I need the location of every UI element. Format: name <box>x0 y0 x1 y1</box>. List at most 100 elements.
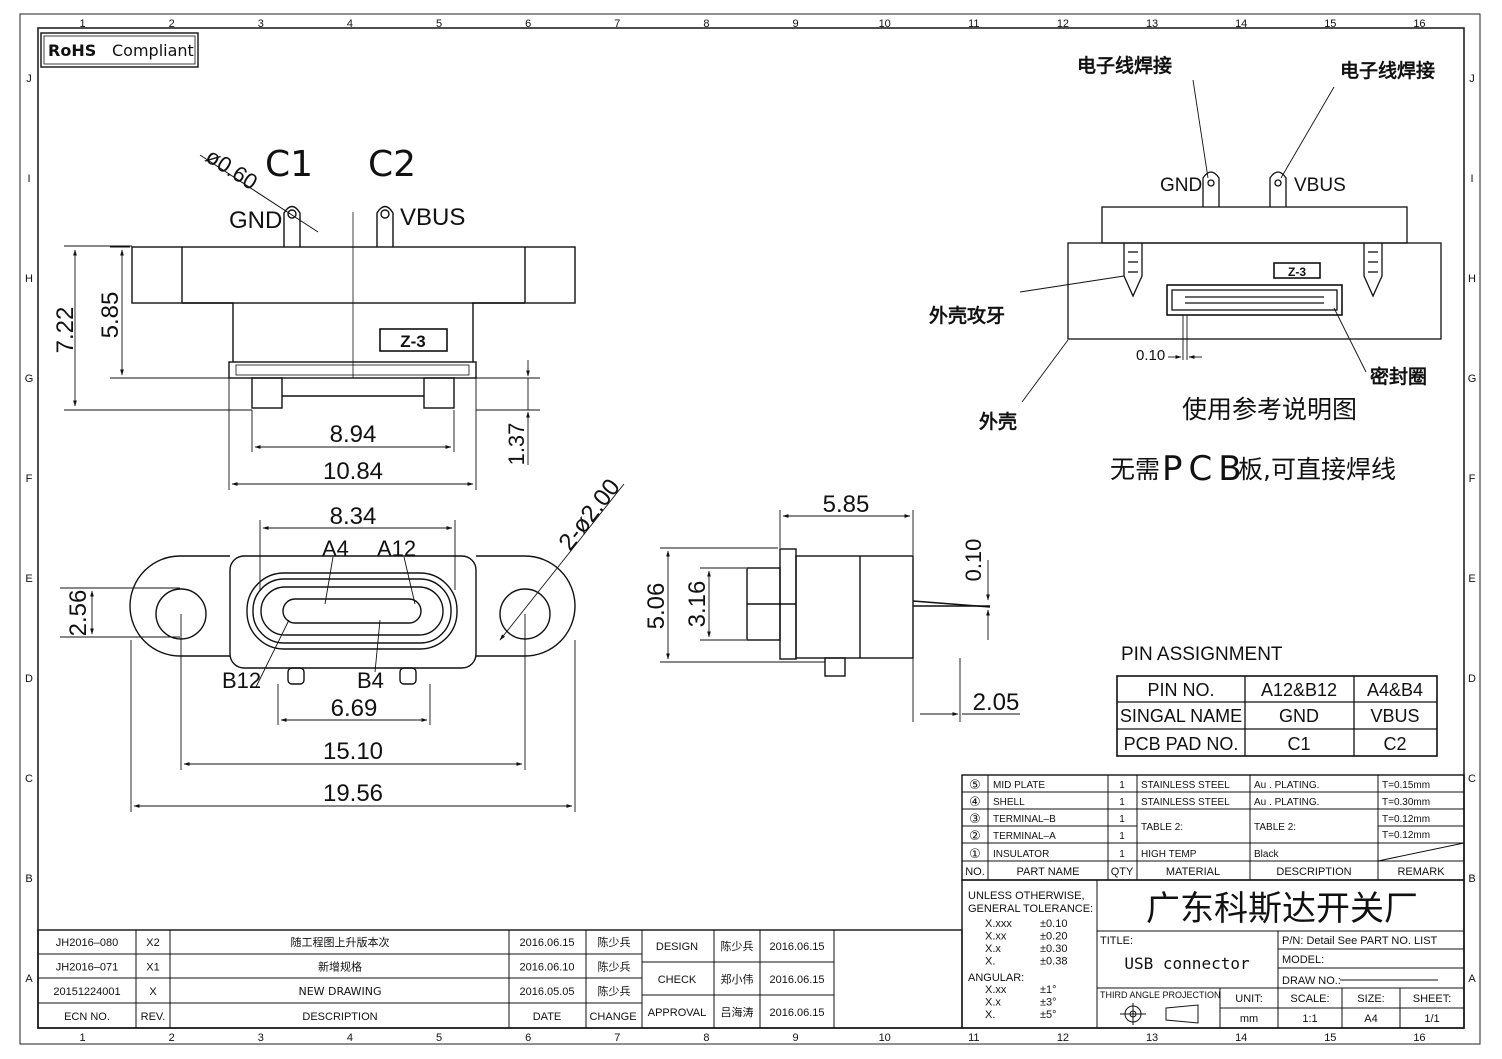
grid-column-label: 2 <box>169 1032 175 1044</box>
reference-view <box>1067 171 1442 360</box>
tolerance-value: ±0.20 <box>1040 931 1067 943</box>
bom-header-no: NO. <box>965 866 985 878</box>
rev-header-description: DESCRIPTION <box>302 1011 377 1023</box>
model-label: MODEL: <box>1282 954 1324 966</box>
vbus-label: VBUS <box>400 204 465 231</box>
angular-value: ±5° <box>1040 1009 1057 1021</box>
profile-view <box>746 548 991 677</box>
grid-row-label: A <box>1468 973 1476 985</box>
unit-label: UNIT: <box>1235 993 1263 1005</box>
bom-header-material: MATERIAL <box>1166 866 1220 878</box>
grid-row-label: I <box>1470 173 1473 185</box>
grid-column-label: 16 <box>1413 18 1425 30</box>
pin-table-cell: PCB PAD NO. <box>1124 734 1239 754</box>
bom-part-name: SHELL <box>993 797 1025 808</box>
tolerance-value: ±0.30 <box>1040 943 1067 955</box>
ref-logo: Z-3 <box>1288 265 1306 279</box>
angular-value: ±3° <box>1040 997 1057 1009</box>
dim-8-34: 8.34 <box>330 503 377 530</box>
ref-vbus-label: VBUS <box>1294 175 1346 196</box>
sheet-value: 1/1 <box>1424 1013 1439 1025</box>
weld-label-left: 电子线焊接 <box>1077 54 1172 77</box>
tolerance-heading: GENERAL TOLERANCE: <box>968 903 1093 915</box>
side-view <box>131 154 576 409</box>
grid-column-label: 13 <box>1146 18 1158 30</box>
title-label: TITLE: <box>1100 935 1133 947</box>
grid-column-label: 16 <box>1413 1032 1425 1044</box>
bom-part-name: TERMINAL–A <box>993 831 1056 842</box>
title-block: UNLESS OTHERWISE,GENERAL TOLERANCE:X.xxx… <box>961 879 1465 1029</box>
angular-key: X.xx <box>985 984 1007 996</box>
note-suffix: 板,可直接焊线 <box>1238 455 1396 484</box>
bom-header-qty: QTY <box>1111 866 1134 878</box>
draw-no-label: DRAW NO.: <box>1282 975 1341 987</box>
bom-header-description: DESCRIPTION <box>1276 866 1351 878</box>
grid-row-label: F <box>26 473 33 485</box>
pin-table-cell: C1 <box>1287 734 1310 754</box>
tolerance-key: X.xx <box>985 931 1007 943</box>
weld-label-right: 电子线焊接 <box>1340 59 1435 82</box>
grid-column-label: 7 <box>614 1032 620 1044</box>
grid-row-label: J <box>1469 73 1475 85</box>
tolerance-key: X.xxx <box>985 918 1012 930</box>
grid-column-label: 8 <box>703 18 709 30</box>
grid-row-label: C <box>25 773 33 785</box>
bom-material: STAINLESS STEEL <box>1141 797 1230 808</box>
rev-version: X1 <box>146 962 159 974</box>
bom-description: Au . PLATING. <box>1254 780 1319 791</box>
dim-2-hole: 2-ø2.00 <box>553 474 625 556</box>
grid-column-label: 11 <box>968 18 979 30</box>
grid-row-label: B <box>25 873 32 885</box>
reference-view-labels: 电子线焊接 电子线焊接 GND VBUS Z-3 外壳攻牙 外壳 密封圈 0.1… <box>929 54 1435 489</box>
pin-assignment-title: PIN ASSIGNMENT <box>1121 644 1283 665</box>
rev-date: 2016.06.15 <box>519 937 574 949</box>
dim-5-85-side: 5.85 <box>97 292 124 339</box>
profile-view-dims <box>660 510 1020 722</box>
rev-change: 陈少兵 <box>598 935 631 949</box>
bom-material: TABLE 2: <box>1141 822 1183 833</box>
approval-date: 2016.06.15 <box>769 974 824 986</box>
rev-version: X2 <box>146 937 159 949</box>
grid-column-label: 5 <box>436 1032 442 1044</box>
dim-2-56: 2.56 <box>65 590 92 637</box>
pin-table-cell: SINGAL NAME <box>1120 706 1242 726</box>
angular-value: ±1° <box>1040 984 1057 996</box>
grid-labels: 1122334455667788991010111112121313141415… <box>25 18 1477 1044</box>
grid-column-label: 7 <box>614 18 620 30</box>
c2-label: C2 <box>368 144 416 185</box>
bom-part-name: TERMINAL–B <box>993 814 1056 825</box>
grid-row-label: E <box>25 573 32 585</box>
rev-header-change: CHANGE <box>589 1011 636 1023</box>
reference-caption: 使用参考说明图 <box>1182 395 1357 424</box>
company-name: 广东科斯达开关厂 <box>1146 889 1418 929</box>
approval-label: CHECK <box>658 974 697 986</box>
ref-gnd-label: GND <box>1160 175 1202 196</box>
side-view-labels: C1 C2 GND VBUS ø0.60 7.22 5.85 8.94 10.8… <box>52 143 529 485</box>
side-view-dims <box>64 245 540 490</box>
bom-no: ④ <box>969 795 981 810</box>
gnd-label: GND <box>229 207 282 234</box>
grid-row-label: D <box>1468 673 1476 685</box>
pin-table-cell: C2 <box>1383 734 1406 754</box>
rev-header-ecn: ECN NO. <box>64 1011 110 1023</box>
approval-name: 陈少兵 <box>721 939 754 953</box>
grid-column-label: 3 <box>258 18 264 30</box>
grid-column-label: 12 <box>1057 18 1069 30</box>
rev-description: 随工程图上升版本次 <box>291 935 390 949</box>
dim-8-94: 8.94 <box>330 421 377 448</box>
tolerance-value: ±0.10 <box>1040 918 1067 930</box>
bom-remark: T=0.15mm <box>1382 780 1430 791</box>
size-label: SIZE: <box>1357 993 1385 1005</box>
note-pcb: PCB <box>1162 449 1248 489</box>
grid-column-label: 6 <box>525 1032 531 1044</box>
grid-row-label: J <box>26 73 32 85</box>
grid-column-label: 1 <box>80 1032 86 1044</box>
grid-row-label: E <box>1468 573 1475 585</box>
dim-2-05: 2.05 <box>973 689 1020 716</box>
dim-19-56: 19.56 <box>323 780 383 807</box>
bom-part-name: INSULATOR <box>993 849 1049 860</box>
bom-header-part: PART NAME <box>1017 866 1080 878</box>
bom-description: Au . PLATING. <box>1254 797 1319 808</box>
